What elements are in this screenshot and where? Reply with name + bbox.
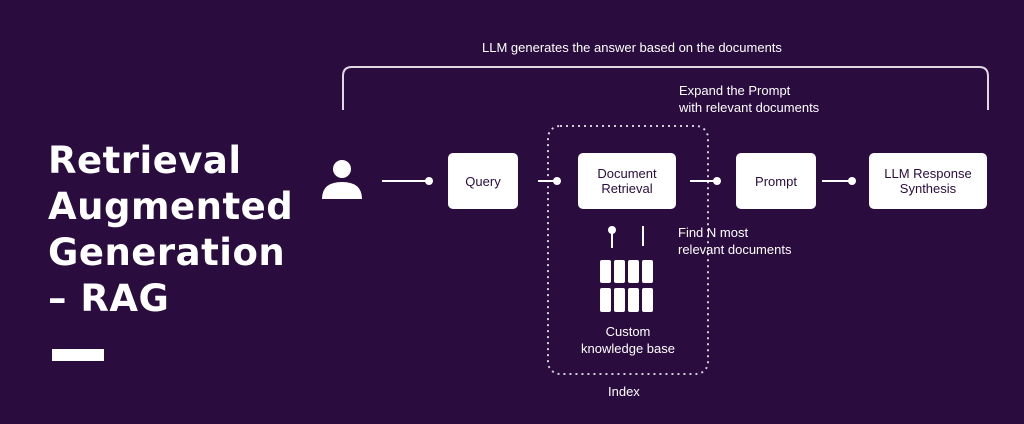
index-label: Index	[608, 384, 640, 399]
index-region-border	[547, 125, 709, 375]
find-documents-label-line-2: relevant documents	[678, 242, 792, 257]
llm-generates-label: LLM generates the answer based on the do…	[482, 40, 782, 55]
llm-response-synthesis-box: LLM Response Synthesis	[869, 153, 987, 209]
page-title: Retrieval Augmented Generation – RAG	[48, 138, 293, 322]
connector-dots	[425, 177, 856, 234]
knowledge-base-label-line-2: knowledge base	[581, 341, 675, 356]
title-line-4: – RAG	[48, 277, 170, 320]
find-documents-label-line-1: Find N most	[678, 225, 749, 240]
prompt-box-label: Prompt	[755, 173, 797, 189]
expand-prompt-label-line-1: Expand the Prompt	[679, 83, 791, 98]
document-retrieval-label-line-2: Retrieval	[601, 181, 653, 196]
query-box: Query	[448, 153, 518, 209]
title-underline-bar	[52, 349, 104, 361]
flow-connectors	[382, 180, 850, 248]
user-icon	[322, 160, 362, 199]
title-line-1: Retrieval	[48, 139, 242, 182]
title-line-3: Generation	[48, 231, 286, 274]
title-line-2: Augmented	[48, 185, 294, 228]
synthesis-label-line-2: Synthesis	[899, 181, 957, 196]
synthesis-label-line-1: LLM Response	[884, 166, 972, 181]
knowledge-base-label-line-1: Custom	[605, 324, 651, 339]
query-box-label: Query	[465, 173, 501, 189]
document-retrieval-label-line-1: Document	[597, 166, 657, 181]
document-retrieval-box: Document Retrieval	[578, 153, 676, 209]
expand-prompt-label-line-2: with relevant documents	[679, 100, 820, 115]
top-bracket	[342, 66, 989, 110]
database-icon	[600, 260, 653, 312]
prompt-box: Prompt	[736, 153, 816, 209]
